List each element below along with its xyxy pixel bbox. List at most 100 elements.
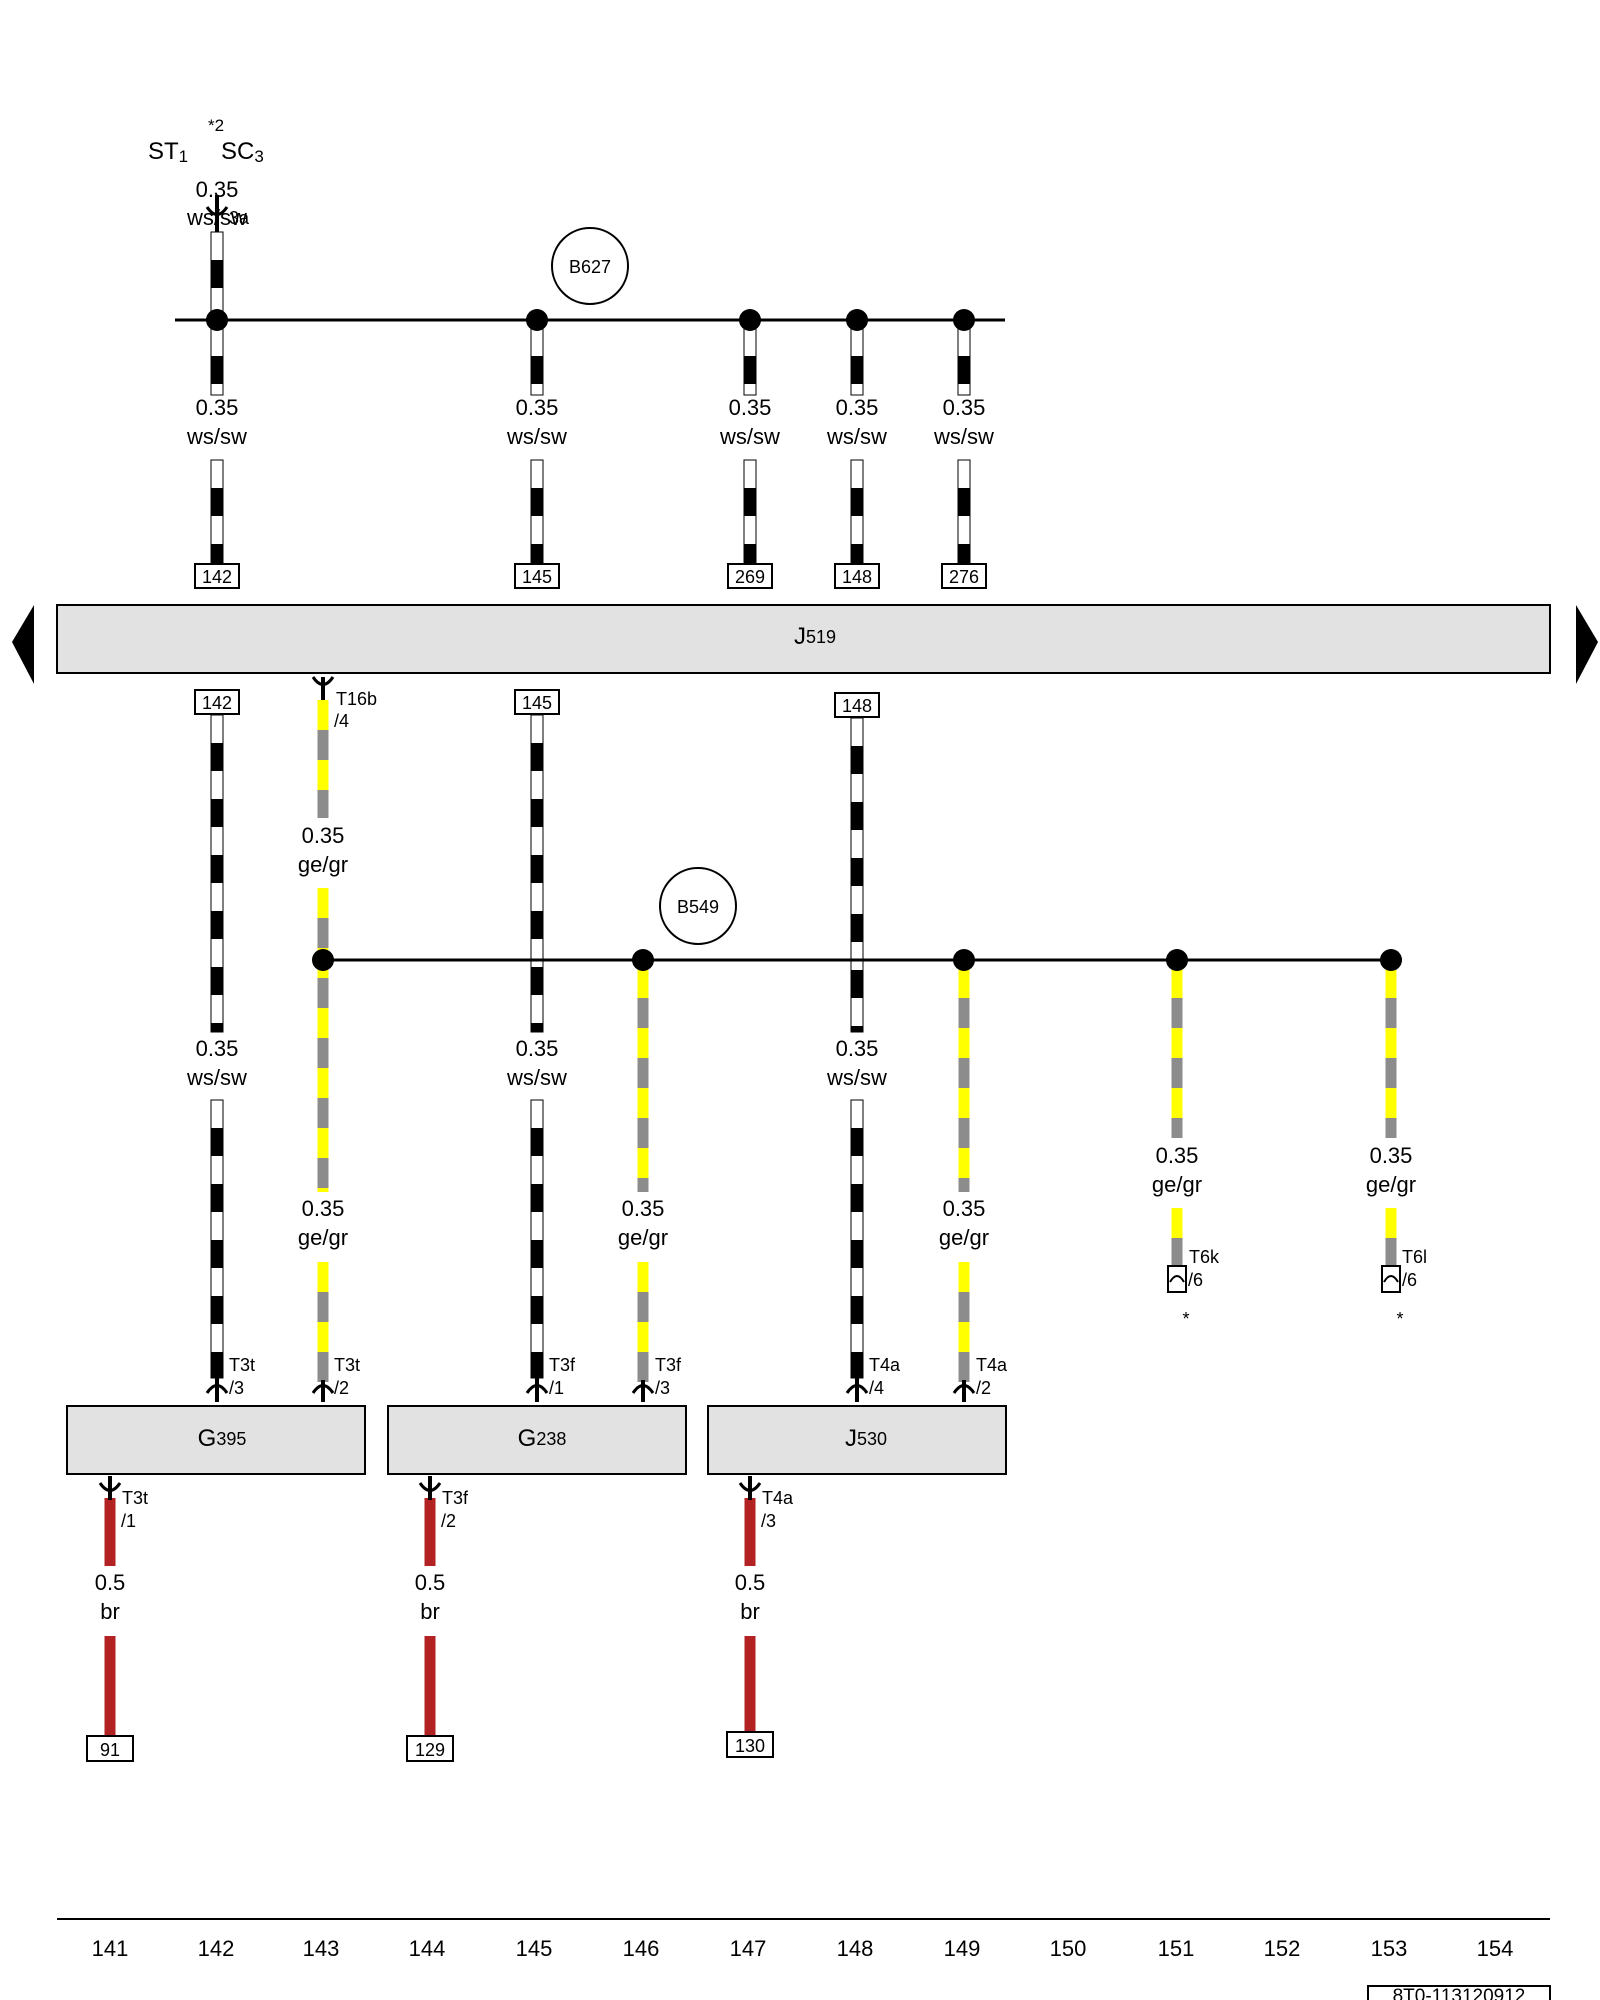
- column-number: 154: [1477, 1936, 1514, 1961]
- wire-ws-sw-142-top-c: [210, 459, 224, 564]
- svg-text:0.35: 0.35: [1370, 1143, 1413, 1168]
- svg-text:/6: /6: [1402, 1270, 1417, 1290]
- wire-ws-sw-148-down-b: [850, 1099, 864, 1379]
- svg-text:276: 276: [949, 567, 979, 587]
- svg-text:0.35: 0.35: [516, 1036, 559, 1061]
- wire-ge-gr-j530-a: [958, 968, 970, 1192]
- svg-text:br: br: [420, 1599, 440, 1624]
- page-back-arrow[interactable]: [12, 605, 34, 684]
- top-terminal-142: 142: [194, 563, 240, 589]
- top-terminal-148: 148: [834, 563, 880, 589]
- source-connector-3a: 3a: [205, 195, 250, 232]
- svg-text:0.35: 0.35: [302, 823, 345, 848]
- wire-br-j530-a: [744, 1498, 756, 1566]
- svg-text:/1: /1: [549, 1378, 564, 1398]
- wire-ge-gr-g238-a: [637, 968, 649, 1192]
- svg-text:/4: /4: [869, 1378, 884, 1398]
- wire-ws-sw-142-top-a: [210, 231, 224, 313]
- svg-text:/3: /3: [655, 1378, 670, 1398]
- wire-label: 0.35 ws/sw: [826, 395, 887, 449]
- svg-text:T6l: T6l: [1402, 1247, 1427, 1267]
- svg-text:0.35: 0.35: [836, 395, 879, 420]
- column-number: 151: [1158, 1936, 1195, 1961]
- wire-label: 0.5br: [95, 1570, 126, 1624]
- wire-ge-gr-t6k-b: [1171, 1208, 1183, 1266]
- svg-text:T3f: T3f: [655, 1355, 682, 1375]
- junction-dots: [206, 309, 1402, 971]
- svg-text:0.35: 0.35: [196, 395, 239, 420]
- svg-text:T3f: T3f: [442, 1488, 469, 1508]
- svg-text:/6: /6: [1188, 1270, 1203, 1290]
- svg-text:/1: /1: [121, 1511, 136, 1531]
- wire-ge-gr-t16b-a: [317, 700, 329, 818]
- connector-g238-in2: T3f /3: [631, 1355, 682, 1402]
- wire-ws-sw-148-top-c: [850, 459, 864, 564]
- svg-text:ws/sw: ws/sw: [826, 1065, 887, 1090]
- svg-text:/3: /3: [229, 1378, 244, 1398]
- wire-ws-sw-276-top-b: [957, 327, 971, 396]
- st-label: ST1: [148, 138, 188, 166]
- svg-text:ge/gr: ge/gr: [1366, 1172, 1416, 1197]
- column-number: 142: [198, 1936, 235, 1961]
- wire-ge-gr-t6l-b: [1385, 1208, 1397, 1266]
- svg-text:br: br: [740, 1599, 760, 1624]
- svg-text:ge/gr: ge/gr: [298, 852, 348, 877]
- column-number: 147: [730, 1936, 767, 1961]
- wire-ws-sw-145-top-b: [530, 327, 544, 396]
- column-number: 148: [837, 1936, 874, 1961]
- bus-b627-label: B627: [551, 227, 629, 305]
- control-unit-j519: J519: [56, 604, 1551, 674]
- under-terminal-145: 145: [514, 689, 560, 715]
- page-forward-arrow[interactable]: [1576, 605, 1598, 684]
- column-number: 145: [516, 1936, 553, 1961]
- wire-br-g238-b: [424, 1636, 436, 1736]
- svg-text:269: 269: [735, 567, 765, 587]
- column-number: 143: [303, 1936, 340, 1961]
- svg-text:ws/sw: ws/sw: [186, 205, 247, 230]
- svg-text:/4: /4: [334, 711, 349, 731]
- star-note: *2: [208, 116, 224, 135]
- svg-text:8T0-113120912: 8T0-113120912: [1393, 1986, 1526, 2000]
- wire-label: 0.35 ws/sw: [933, 395, 994, 449]
- connector-j530-in1: T4a /4: [845, 1355, 901, 1402]
- wire-br-g395-b: [104, 1636, 116, 1736]
- connector-g395-out: T3t /1: [98, 1476, 148, 1531]
- svg-text:0.35: 0.35: [516, 395, 559, 420]
- connector-j530-out: T4a /3: [738, 1476, 794, 1531]
- wire-br-g238-a: [424, 1498, 436, 1566]
- wire-ws-sw-269-top-b: [743, 327, 757, 396]
- connector-t6l: T6l /6 *: [1381, 1247, 1427, 1329]
- wire-label: 0.35 ws/sw: [186, 395, 247, 449]
- wire-ws-sw-148-down-a: [850, 717, 864, 1033]
- svg-text:ws/sw: ws/sw: [933, 424, 994, 449]
- svg-text:0.5: 0.5: [95, 1570, 126, 1595]
- svg-text:ws/sw: ws/sw: [186, 424, 247, 449]
- svg-text:0.35: 0.35: [943, 395, 986, 420]
- connector-pins: T16b /4 T3t /3 T3t /2 T3f /1 T3f /3: [98, 676, 1427, 1531]
- bottom-terminal-130: 130: [726, 1731, 774, 1758]
- svg-text:B549: B549: [677, 897, 719, 917]
- svg-text:0.35: 0.35: [1156, 1143, 1199, 1168]
- svg-text:0.35: 0.35: [943, 1196, 986, 1221]
- wire-br-j530-b: [744, 1636, 756, 1732]
- svg-text:129: 129: [415, 1740, 445, 1760]
- svg-text:0.5: 0.5: [735, 1570, 766, 1595]
- wire-ws-sw-142-down-a: [210, 714, 224, 1033]
- wire-label: 0.35 ge/gr: [1366, 1143, 1416, 1197]
- wire-label: 0.5br: [415, 1570, 446, 1624]
- top-terminal-276: 276: [941, 563, 987, 589]
- svg-text:J530: J530: [845, 1425, 887, 1452]
- svg-text:ws/sw: ws/sw: [506, 424, 567, 449]
- svg-text:3a: 3a: [229, 208, 250, 228]
- wire-ge-gr-j530-b: [958, 1262, 970, 1382]
- svg-text:130: 130: [735, 1736, 765, 1756]
- svg-text:G238: G238: [518, 1425, 567, 1452]
- svg-text:ws/sw: ws/sw: [826, 424, 887, 449]
- wire-ws-sw-145-down-b: [530, 1099, 544, 1379]
